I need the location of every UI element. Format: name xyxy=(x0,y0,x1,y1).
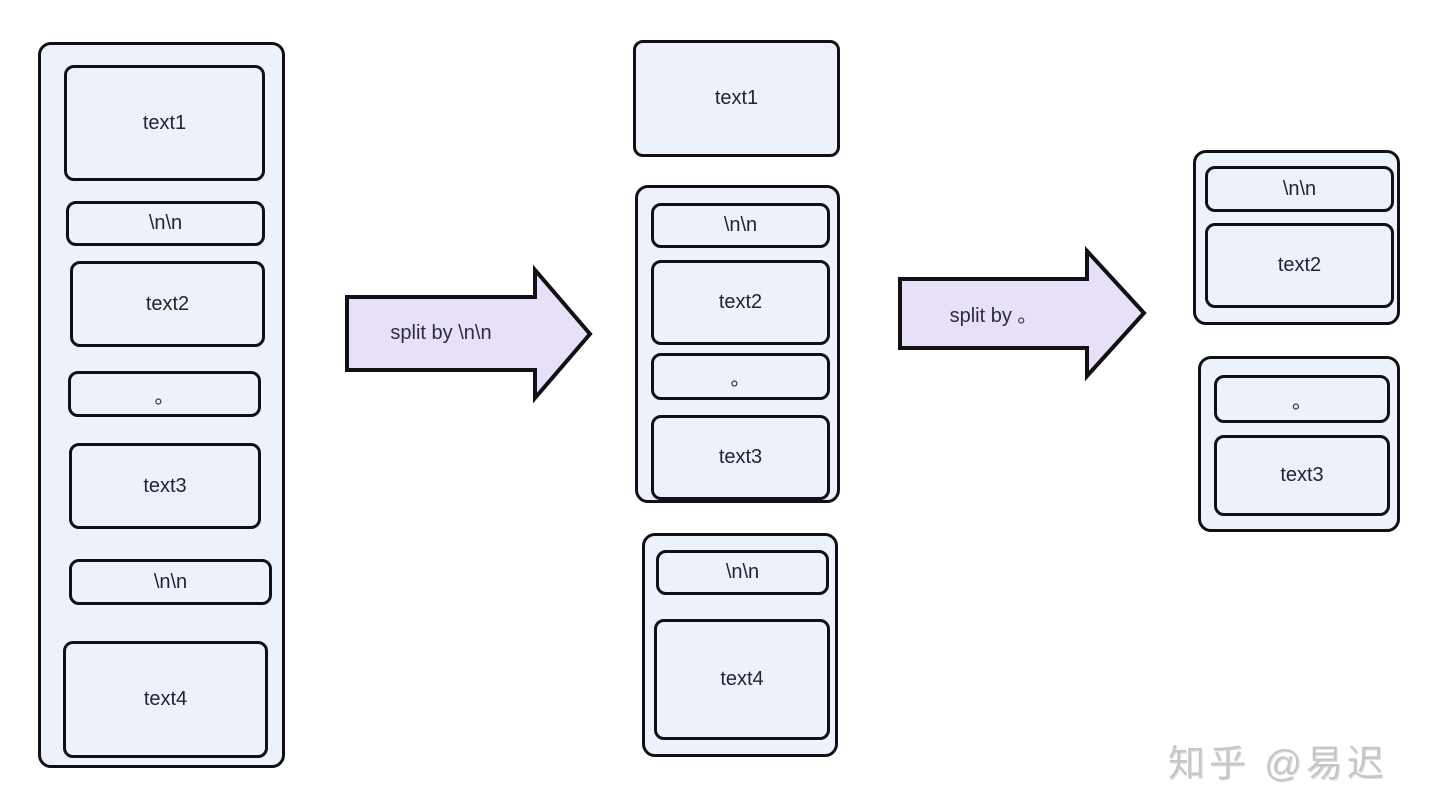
split-arrow-1-label: split by \n\n xyxy=(390,322,492,344)
stage3-chunk1-text2: text2 xyxy=(1205,223,1394,308)
stage2-chunk2-text2: text2 xyxy=(651,260,830,345)
split-arrow-2: split by 。 xyxy=(898,246,1150,386)
stage3-chunk2-container: 。 text3 xyxy=(1198,356,1400,532)
stage3-chunk1-newline-sep: \n\n xyxy=(1205,166,1394,212)
split-arrow-1: split by \n\n xyxy=(344,264,596,404)
stage1-box-newline-sep-1: \n\n xyxy=(66,201,265,246)
right-arrow-icon xyxy=(898,246,1147,382)
stage1-document-container: text1 \n\n text2 。 text3 \n\n text4 xyxy=(38,42,285,768)
stage1-box-period-sep: 。 xyxy=(68,371,261,417)
stage2-chunk1-text1: text1 xyxy=(633,40,840,157)
stage2-chunk3-text4: text4 xyxy=(654,619,830,740)
stage3-chunk2-period-sep: 。 xyxy=(1214,375,1390,423)
split-arrow-2-label: split by 。 xyxy=(949,305,1038,327)
stage1-box-text1: text1 xyxy=(64,65,265,181)
stage3-chunk2-text3: text3 xyxy=(1214,435,1390,516)
stage2-chunk2-newline-sep: \n\n xyxy=(651,203,830,248)
stage3-chunk1-container: \n\n text2 xyxy=(1193,150,1400,325)
stage2-chunk2-container: \n\n text2 。 text3 xyxy=(635,185,840,503)
zhihu-watermark: 知乎 @易迟 xyxy=(1168,743,1388,784)
stage1-box-text2: text2 xyxy=(70,261,265,347)
stage2-chunk3-container: \n\n text4 xyxy=(642,533,838,757)
right-arrow-icon xyxy=(345,264,593,404)
stage2-chunk2-period-sep: 。 xyxy=(651,353,830,400)
stage1-box-newline-sep-2: \n\n xyxy=(69,559,272,605)
stage1-box-text4: text4 xyxy=(63,641,268,758)
stage2-chunk3-newline-sep: \n\n xyxy=(656,550,829,595)
stage2-chunk2-text3: text3 xyxy=(651,415,830,500)
stage1-box-text3: text3 xyxy=(69,443,261,529)
